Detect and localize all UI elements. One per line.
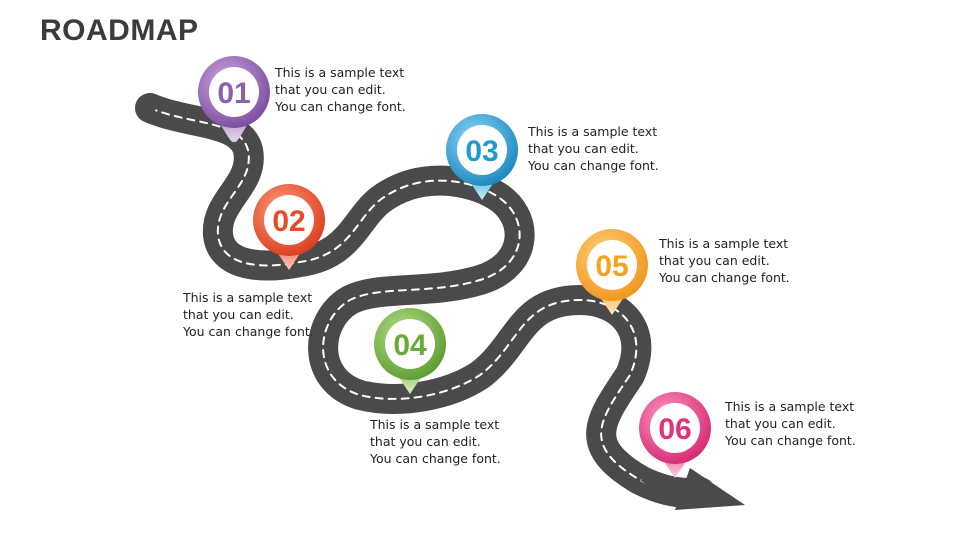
pin-03-number: 03 xyxy=(465,135,498,168)
pin-06: 06 xyxy=(639,392,711,478)
milestone-01-text: This is a sample text that you can edit.… xyxy=(275,65,406,114)
milestone-05-text: This is a sample text that you can edit.… xyxy=(659,236,790,285)
milestone-02-text: This is a sample text that you can edit.… xyxy=(183,290,314,339)
road xyxy=(135,93,745,510)
pin-06-number: 06 xyxy=(658,413,691,446)
milestone-04-text: This is a sample text that you can edit.… xyxy=(370,417,501,466)
pin-05-number: 05 xyxy=(595,250,628,283)
page-title: ROADMAP xyxy=(40,14,199,47)
pin-04-number: 04 xyxy=(393,329,427,362)
pin-04: 04 xyxy=(374,308,446,394)
pin-02-number: 02 xyxy=(272,205,305,238)
pin-01-number: 01 xyxy=(217,77,250,110)
pin-05: 05 xyxy=(576,229,648,315)
pin-01: 01 xyxy=(198,56,270,143)
milestone-06-text: This is a sample text that you can edit.… xyxy=(725,399,856,448)
milestone-03-text: This is a sample text that you can edit.… xyxy=(528,124,659,173)
pin-03: 03 xyxy=(446,114,518,200)
pin-02: 02 xyxy=(253,184,325,270)
